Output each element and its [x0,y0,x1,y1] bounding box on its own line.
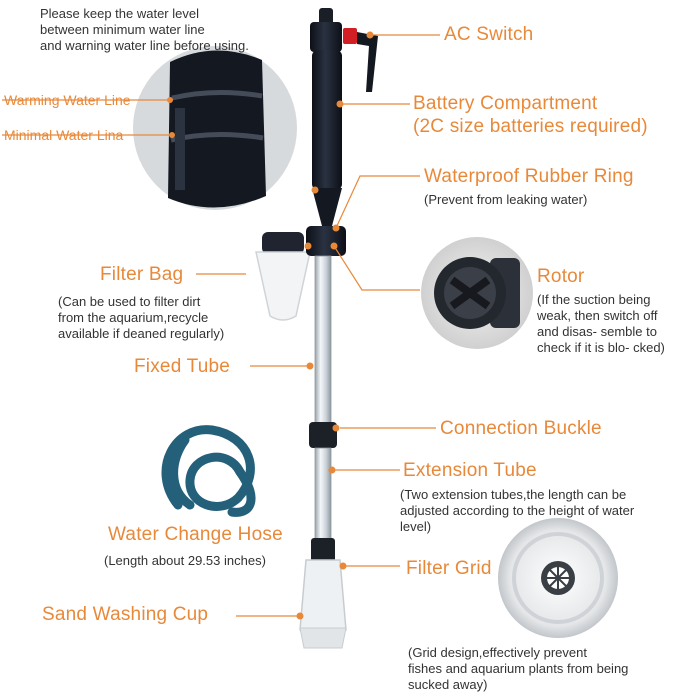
rubber-ring-label: Waterproof Rubber Ring [424,166,634,187]
battery-compartment-label: Battery Compartment [413,93,598,114]
top-note-line: Please keep the water level [40,6,199,21]
minimal-water-line-label: Minimal Water Lina [4,127,124,143]
rotor-note-line: weak, then switch off [537,308,658,323]
filter-bag-note-line: from the aquarium,recycle [58,310,209,325]
filter-grid-note-line: fishes and aquarium plants from being [408,661,629,676]
rotor-note: (If the suction being weak, then switch … [537,292,665,356]
top-note: Please keep the water level between mini… [40,6,249,54]
filter-bag [255,232,311,321]
extension-tube-note-line: adjusted according to the height of wate… [400,503,635,518]
battery-compartment-subtitle: (2C size batteries required) [413,116,648,137]
hose-label: Water Change Hose [108,524,283,545]
filter-grid-zoom [498,518,618,638]
rotor-note-line: check if it is blo- cked) [537,340,665,355]
filter-bag-note-line: (Can be used to filter dirt [58,294,201,309]
filter-bag-label: Filter Bag [100,264,184,285]
extension-tube-label: Extension Tube [403,460,537,481]
leader-lines [2,34,440,617]
sand-washing-cup-label: Sand Washing Cup [42,604,209,625]
filter-grid-note-line: sucked away) [408,677,488,692]
warning-water-line-label: Warming Water Line [4,92,131,108]
tube-assembly [299,255,347,649]
filter-grid-note: (Grid design,effectively prevent fishes … [408,645,628,693]
top-note-line: and warning water line before using. [40,38,249,53]
rubber-ring-note: (Prevent from leaking water) [424,192,588,207]
extension-tube-note-line: (Two extension tubes,the length can be [400,487,627,502]
hose-note: (Length about 29.53 inches) [104,553,266,568]
ac-switch-label: AC Switch [444,24,534,45]
extension-tube-note: (Two extension tubes,the length can be a… [400,487,634,535]
rotor-zoom [421,237,533,349]
filter-grid-note-line: (Grid design,effectively prevent [408,645,587,660]
rotor-note-line: (If the suction being [537,292,651,307]
filter-bag-note: (Can be used to filter dirt from the aqu… [58,294,224,342]
water-level-zoom [133,46,297,210]
filter-bag-note-line: available if deaned regularly) [58,326,225,341]
fixed-tube-label: Fixed Tube [134,356,230,377]
leader-dots [167,31,374,620]
rotor-label: Rotor [537,266,585,287]
device-body [306,8,378,256]
top-note-line: between minimum water line [40,22,205,37]
rotor-note-line: and disas- semble to [537,324,657,339]
filter-grid-label: Filter Grid [406,558,492,579]
extension-tube-note-line: level) [400,519,432,534]
hose-coil [161,425,256,517]
connection-buckle-label: Connection Buckle [440,418,602,439]
